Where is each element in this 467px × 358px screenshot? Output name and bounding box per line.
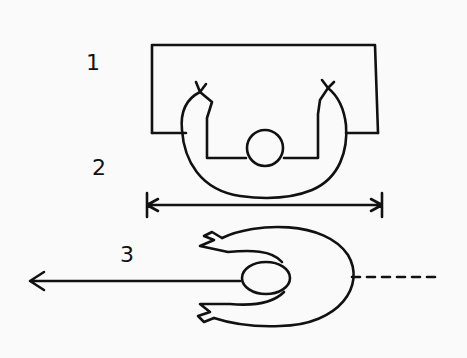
desk-edge <box>152 132 378 135</box>
head <box>247 130 283 166</box>
body-outline <box>214 227 354 326</box>
right-arm <box>284 88 328 158</box>
dashed-trail <box>352 276 442 279</box>
lower-arm <box>198 292 284 322</box>
body-outline <box>182 80 347 198</box>
upper-arm <box>200 232 282 262</box>
left-arm <box>200 92 246 158</box>
direction-arrow <box>30 272 240 290</box>
callout-number: 3 <box>120 244 134 266</box>
callout-number: 1 <box>86 52 100 74</box>
callout-number: 2 <box>92 157 106 179</box>
head <box>242 262 290 294</box>
width-dimension <box>147 193 382 217</box>
